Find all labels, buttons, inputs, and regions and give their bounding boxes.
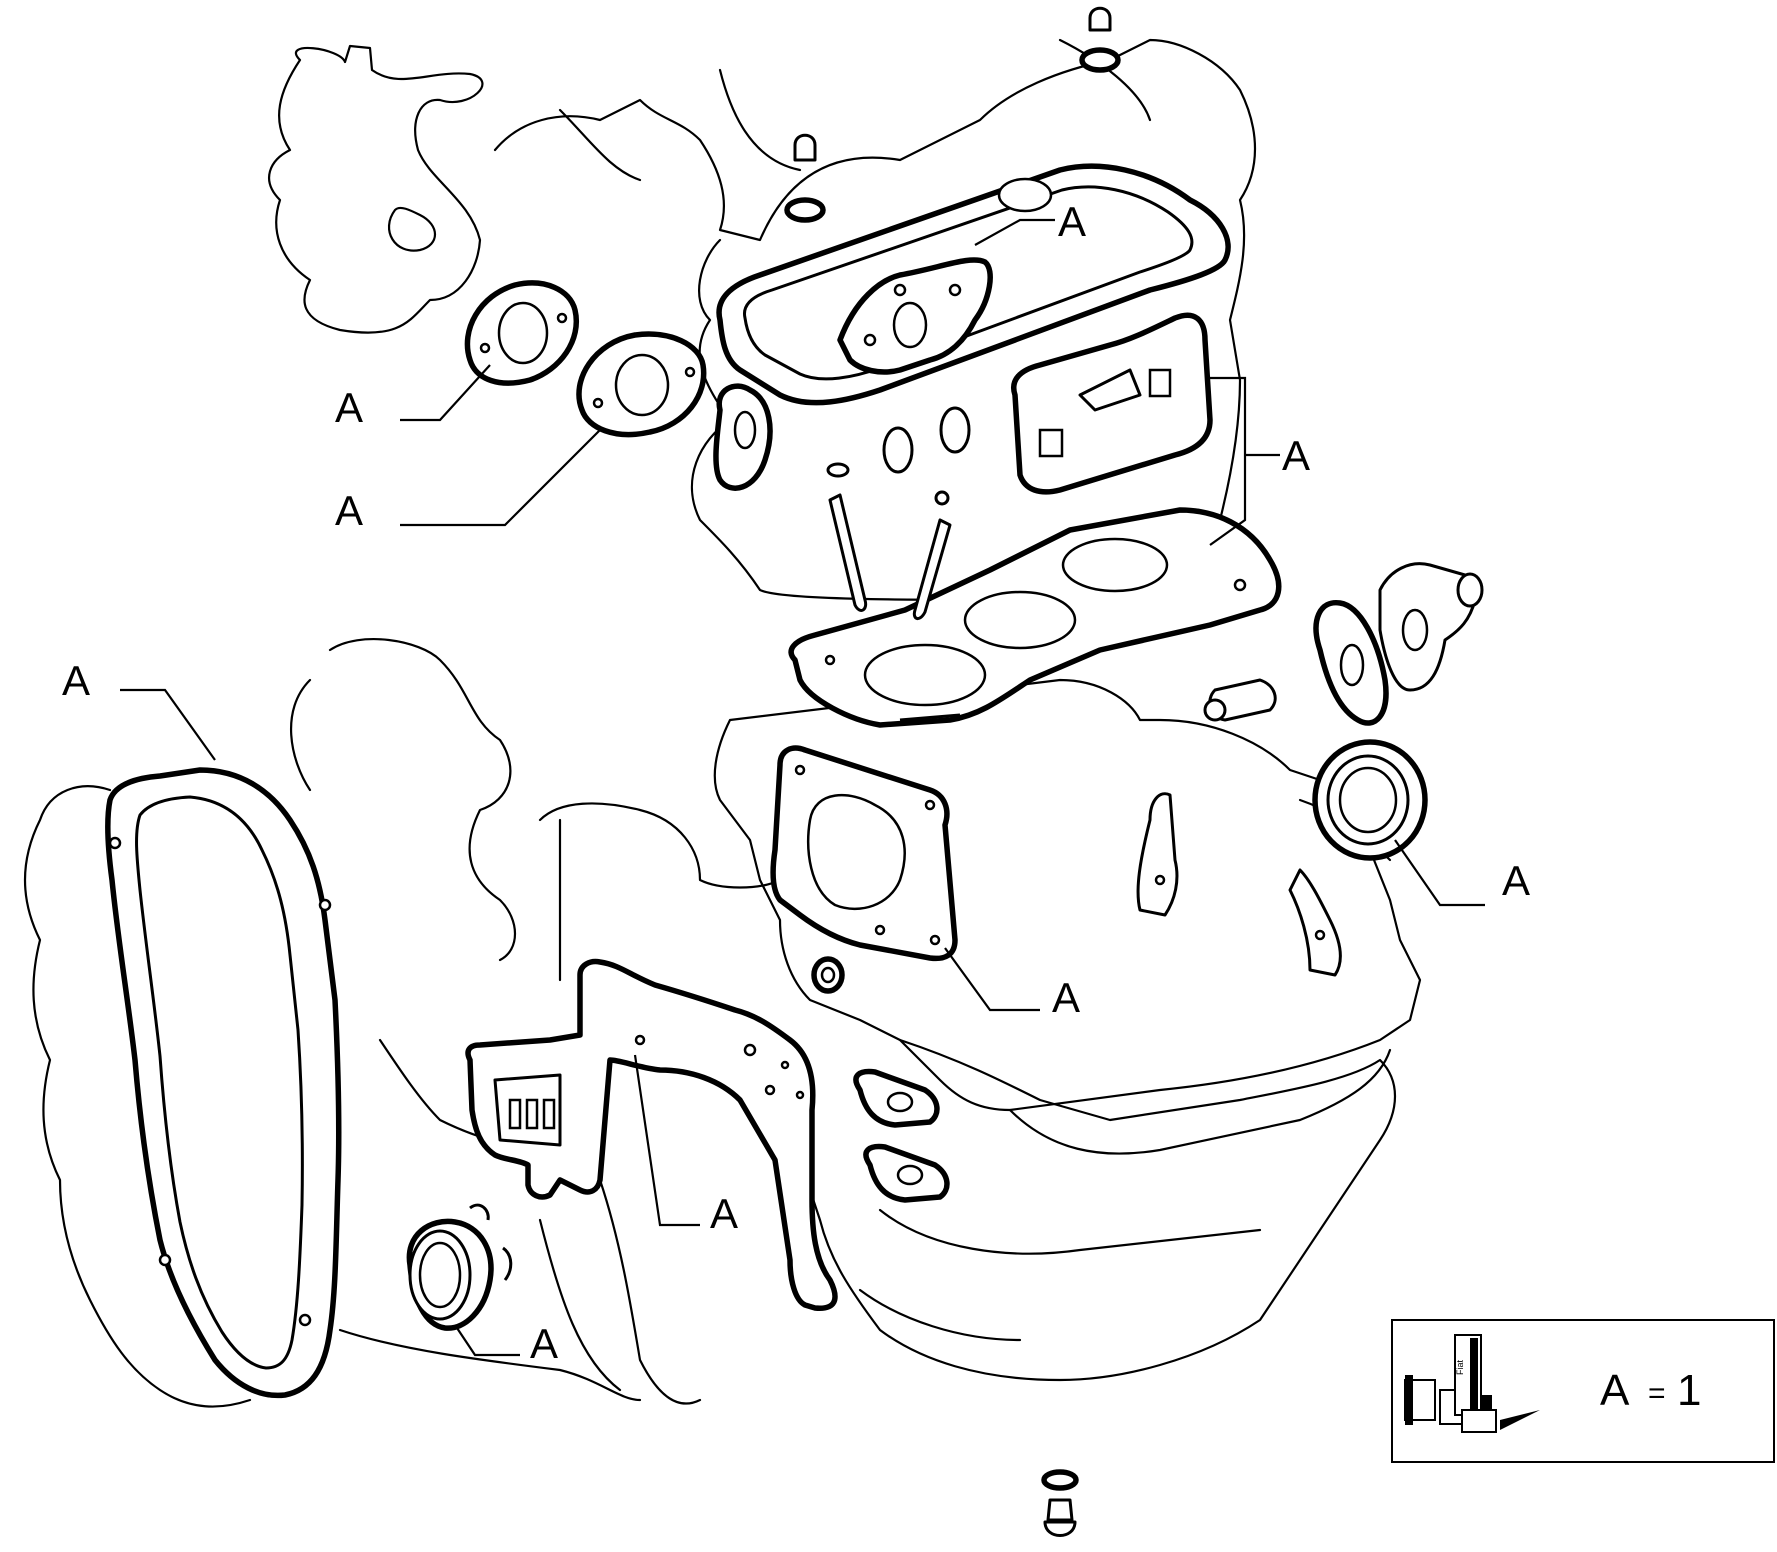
callout-exhaust-flange-gasket-1: A	[335, 384, 363, 431]
parts-package-icon: Fiat	[1404, 1334, 1540, 1433]
thermostat-bolt	[1203, 678, 1277, 722]
leader-lines	[120, 218, 1485, 1357]
oil-drain-plug	[1041, 1469, 1079, 1537]
legend-quantity: 1	[1677, 1366, 1701, 1415]
thermostat-side-gasket	[713, 383, 773, 491]
callout-intake-manifold-gasket: A	[1282, 432, 1310, 479]
callout-exhaust-flange-gasket-2: A	[335, 487, 363, 534]
front-crankshaft-seal	[406, 1203, 513, 1331]
legend-equals: =	[1648, 1377, 1666, 1410]
package-brand-text: Fiat	[1455, 1359, 1465, 1375]
rear-crankshaft-seal	[1312, 739, 1428, 861]
exhaust-flange-gasket-2	[576, 331, 707, 438]
exhaust-flange-gasket-1	[464, 280, 579, 386]
legend-box: Fiat A = 1	[1391, 1319, 1775, 1463]
legend-symbol: A	[1600, 1366, 1630, 1415]
water-pump-housing	[1378, 562, 1484, 692]
callout-front-plate-gasket: A	[1052, 974, 1080, 1021]
water-outlet-gasket	[1313, 600, 1389, 726]
cylinder-head-gasket	[788, 507, 1282, 728]
valve-stems	[826, 406, 971, 620]
callout-labels: A A A A A A A A A	[62, 198, 1530, 1367]
oil-pump-gasket-1	[853, 1068, 940, 1128]
callout-rear-crankshaft-seal: A	[1502, 857, 1530, 904]
small-seal-ring	[811, 956, 845, 994]
callout-timing-cover-gasket: A	[62, 657, 90, 704]
callout-timing-case-gasket: A	[710, 1190, 738, 1237]
timing-cover-gasket	[105, 767, 342, 1399]
callout-front-crankshaft-seal: A	[530, 1320, 558, 1367]
timing-case-gasket	[465, 958, 838, 1311]
valve-cover-nuts	[784, 6, 1121, 223]
rear-cover-gasket	[1136, 792, 1342, 977]
callout-valve-cover-gasket: A	[1058, 198, 1086, 245]
exhaust-port-gasket	[837, 257, 993, 375]
intake-manifold-gasket	[1011, 312, 1213, 495]
oil-pump-gasket-2	[863, 1143, 950, 1203]
front-plate-gasket	[770, 745, 958, 962]
